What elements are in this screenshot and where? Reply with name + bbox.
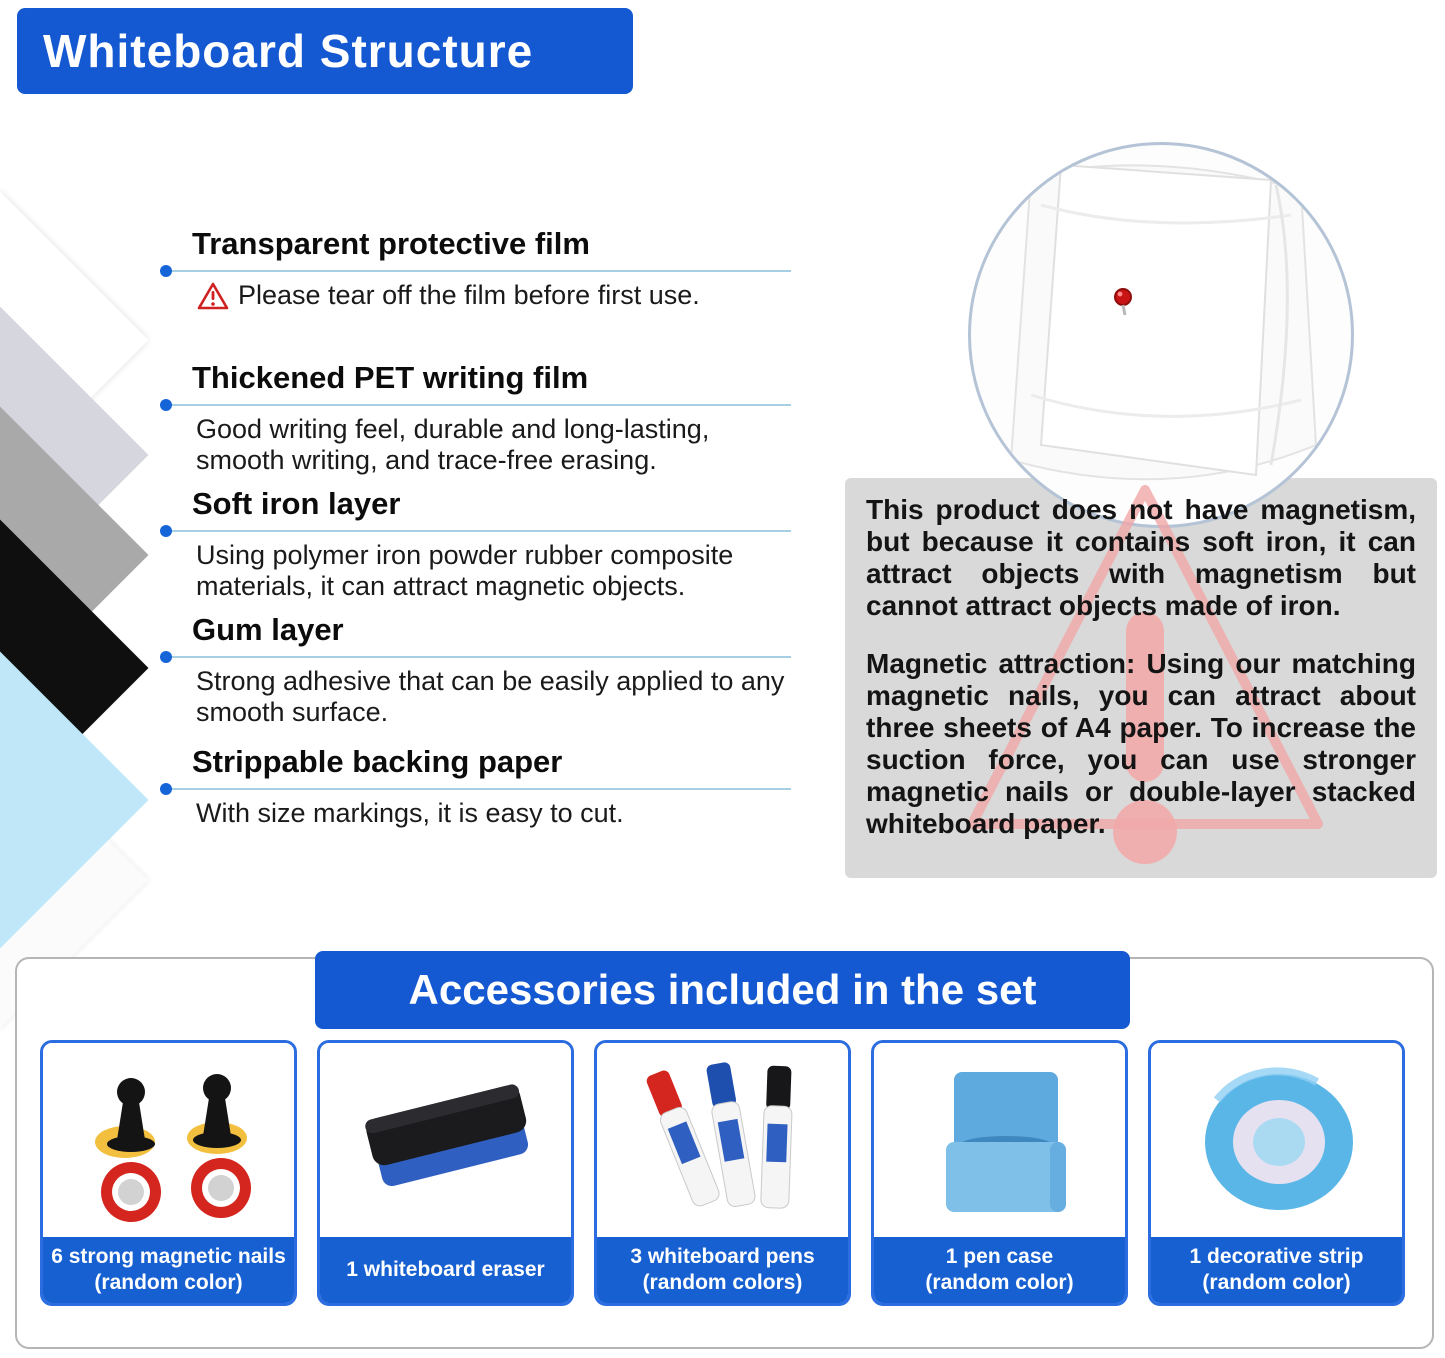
accessory-card-pens: 3 whiteboard pens (random colors) — [594, 1040, 851, 1306]
page-title: Whiteboard Structure — [43, 25, 534, 77]
accessory-label-line1: 1 whiteboard eraser — [346, 1258, 545, 1281]
pen-case-image — [874, 1043, 1125, 1237]
notice-paragraph-1: This product does not have magnetism, bu… — [866, 494, 1416, 621]
bullet-dot-icon — [160, 399, 172, 411]
accessory-card-magnetic-nails: 6 strong magnetic nails (random color) — [40, 1040, 297, 1306]
layer-item-soft-iron: Soft iron layer Using polymer iron powde… — [158, 486, 818, 602]
layer-description: Strong adhesive that can be easily appli… — [196, 666, 785, 727]
layer-item-gum: Gum layer Strong adhesive that can be ea… — [158, 612, 818, 728]
divider-line — [160, 783, 791, 795]
accessory-label-line2: (random colors) — [642, 1271, 803, 1294]
layer-item-protective-film: Transparent protective film Please tear … — [158, 226, 818, 318]
accessory-label: 6 strong magnetic nails (random color) — [43, 1237, 294, 1303]
magnified-photo — [968, 142, 1354, 528]
accessory-label: 1 pen case (random color) — [874, 1237, 1125, 1303]
layer-item-backing-paper: Strippable backing paper With size marki… — [158, 744, 818, 829]
decorative-strip-image — [1151, 1043, 1402, 1237]
accessory-card-pen-case: 1 pen case (random color) — [871, 1040, 1128, 1306]
accessory-label-line1: 1 decorative strip — [1189, 1245, 1364, 1268]
layer-description: Using polymer iron powder rubber composi… — [196, 540, 734, 601]
accessory-label-line2: (random color) — [925, 1271, 1074, 1294]
accessory-label-line2: (random color) — [94, 1271, 243, 1294]
layer-title: Thickened PET writing film — [192, 360, 589, 395]
layer-title: Soft iron layer — [192, 486, 401, 521]
bullet-dot-icon — [160, 265, 172, 277]
divider-line — [160, 399, 791, 411]
layer-description: With size markings, it is easy to cut. — [196, 798, 624, 828]
divider-line — [160, 525, 791, 537]
accessories-title: Accessories included in the set — [408, 966, 1037, 1013]
accessory-label-line1: 1 pen case — [945, 1245, 1054, 1268]
bullet-dot-icon — [160, 525, 172, 537]
bullet-dot-icon — [160, 783, 172, 795]
accessories-header: Accessories included in the set — [315, 951, 1130, 1029]
bullet-dot-icon — [160, 651, 172, 663]
layer-title: Transparent protective film — [192, 226, 590, 261]
magnetism-notice-text: This product does not have magnetism, bu… — [866, 494, 1416, 866]
divider-line — [160, 265, 791, 277]
layer-description: Please tear off the film before first us… — [238, 280, 700, 310]
magnetic-nails-image — [43, 1043, 294, 1237]
whiteboard-pens-image — [597, 1043, 848, 1237]
accessory-label-line2: (random color) — [1202, 1271, 1351, 1294]
layer-description: Good writing feel, durable and long-last… — [196, 414, 710, 475]
accessories-cards: 6 strong magnetic nails (random color) 1… — [40, 1040, 1405, 1306]
accessory-card-decorative-strip: 1 decorative strip (random color) — [1148, 1040, 1405, 1306]
accessory-label: 1 whiteboard eraser — [320, 1237, 571, 1303]
accessory-label: 3 whiteboard pens (random colors) — [597, 1237, 848, 1303]
accessory-card-eraser: 1 whiteboard eraser — [317, 1040, 574, 1306]
title-banner: Whiteboard Structure — [17, 8, 633, 94]
notice-paragraph-2: Magnetic attraction: Using our matching … — [866, 648, 1416, 839]
whiteboard-eraser-image — [320, 1043, 571, 1237]
accessory-label-line1: 3 whiteboard pens — [630, 1245, 815, 1268]
divider-line — [160, 651, 791, 663]
layer-title: Strippable backing paper — [192, 744, 563, 779]
layer-title: Gum layer — [192, 612, 344, 647]
accessory-label: 1 decorative strip (random color) — [1151, 1237, 1402, 1303]
accessory-label-line1: 6 strong magnetic nails — [51, 1245, 286, 1268]
layer-item-pet-film: Thickened PET writing film Good writing … — [158, 360, 818, 476]
warning-triangle-icon — [196, 281, 230, 318]
whiteboard-paper-image — [1009, 163, 1318, 481]
